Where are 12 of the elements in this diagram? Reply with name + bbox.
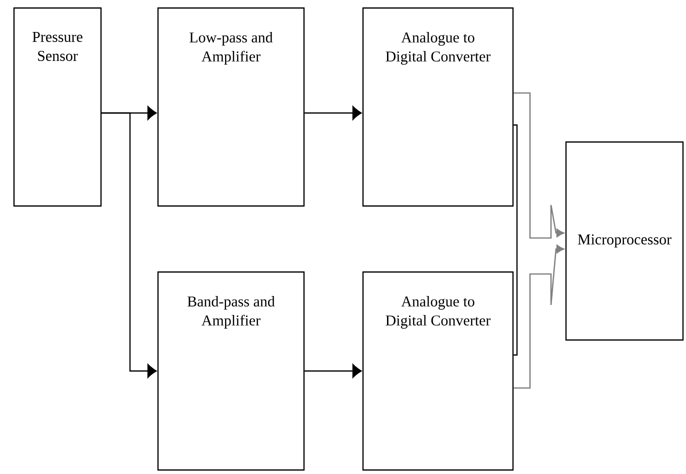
block-box: Analogue to Digital Converter	[362, 271, 514, 471]
arrow	[304, 364, 362, 378]
arrow	[304, 106, 362, 120]
block-box: Microprocessor	[565, 141, 684, 341]
bus-arrow	[514, 92, 564, 239]
block-box: Low-pass and Amplifier	[157, 7, 305, 207]
block-box: Band-pass and Amplifier	[157, 271, 305, 471]
block-box: Pressure Sensor	[13, 7, 102, 207]
bus-arrow	[514, 244, 564, 389]
bus-line	[514, 124, 518, 356]
arrow	[102, 112, 157, 378]
block-box: Analogue to Digital Converter	[362, 7, 514, 207]
